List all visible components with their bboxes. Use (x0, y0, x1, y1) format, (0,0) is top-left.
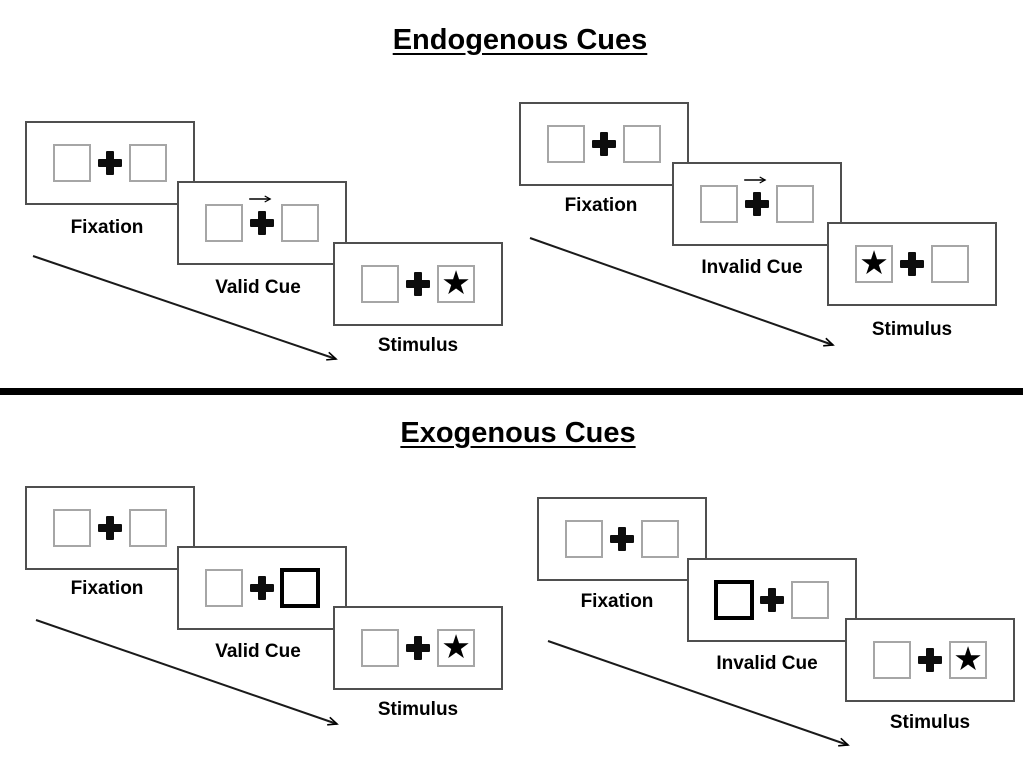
fixation-cross-icon (900, 252, 924, 276)
star-icon: ★ (441, 627, 471, 667)
endogenous-section-title: Endogenous Cues (392, 24, 648, 56)
placeholder-box-left (53, 509, 91, 547)
panel-label: Fixation (70, 578, 144, 599)
target-box-left: ★ (855, 245, 893, 283)
right-arrow-cue-icon (249, 194, 278, 204)
placeholder-box-right (791, 581, 829, 619)
placeholder-box-right (931, 245, 969, 283)
fixation-panel (537, 497, 707, 581)
panel-label: Invalid Cue (701, 257, 803, 278)
panel-label: Stimulus (377, 335, 459, 356)
placeholder-box-right (641, 520, 679, 558)
stimulus-panel: ★ (845, 618, 1015, 702)
cue-highlight-box-right (280, 568, 320, 608)
target-box-right: ★ (437, 265, 475, 303)
panel-label: Valid Cue (215, 277, 301, 298)
stimulus-panel: ★ (827, 222, 997, 306)
panel-label: Invalid Cue (716, 653, 818, 674)
star-icon: ★ (441, 263, 471, 303)
placeholder-box-left (53, 144, 91, 182)
cue-panel (177, 181, 347, 265)
panel-label: Stimulus (377, 699, 459, 720)
placeholder-box-left (361, 629, 399, 667)
fixation-cross-icon (98, 151, 122, 175)
star-icon: ★ (953, 639, 983, 679)
fixation-cross-icon (592, 132, 616, 156)
cue-highlight-box-left (714, 580, 754, 620)
placeholder-box-left (873, 641, 911, 679)
placeholder-box-right (129, 144, 167, 182)
panel-label: Stimulus (871, 319, 953, 340)
panel-label: Stimulus (889, 712, 971, 733)
placeholder-box-right (129, 509, 167, 547)
placeholder-box-right (776, 185, 814, 223)
fixation-panel (25, 121, 195, 205)
placeholder-box-left (547, 125, 585, 163)
timeline-arrow (529, 237, 835, 347)
star-icon: ★ (859, 243, 889, 283)
fixation-cross-icon (250, 576, 274, 600)
exogenous-section-title: Exogenous Cues (400, 417, 636, 449)
panel-label: Fixation (580, 591, 654, 612)
stimulus-panel: ★ (333, 606, 503, 690)
timeline-arrow (32, 255, 338, 361)
cue-panel (177, 546, 347, 630)
placeholder-box-left (700, 185, 738, 223)
placeholder-box-left (205, 569, 243, 607)
fixation-cross-icon (250, 211, 274, 235)
stimulus-panel: ★ (333, 242, 503, 326)
fixation-cross-icon (610, 527, 634, 551)
fixation-panel (519, 102, 689, 186)
fixation-cross-icon (760, 588, 784, 612)
section-divider (0, 388, 1023, 395)
target-box-right: ★ (437, 629, 475, 667)
fixation-cross-icon (745, 192, 769, 216)
panel-label: Valid Cue (215, 641, 301, 662)
placeholder-box-left (565, 520, 603, 558)
placeholder-box-left (205, 204, 243, 242)
fixation-cross-icon (918, 648, 942, 672)
placeholder-box-right (623, 125, 661, 163)
panel-label: Fixation (70, 217, 144, 238)
fixation-cross-icon (406, 272, 430, 296)
timeline-arrow (547, 640, 850, 747)
fixation-cross-icon (406, 636, 430, 660)
timeline-arrow (35, 619, 339, 726)
placeholder-box-left (361, 265, 399, 303)
fixation-panel (25, 486, 195, 570)
cue-panel (672, 162, 842, 246)
fixation-cross-icon (98, 516, 122, 540)
cue-panel (687, 558, 857, 642)
panel-label: Fixation (564, 195, 638, 216)
placeholder-box-right (281, 204, 319, 242)
target-box-right: ★ (949, 641, 987, 679)
right-arrow-cue-icon (744, 175, 773, 185)
